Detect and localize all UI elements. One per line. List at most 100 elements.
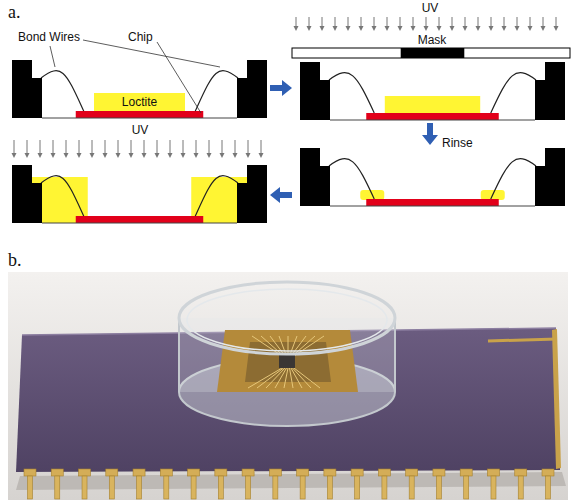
- uv-arrow: [144, 140, 145, 154]
- package-floor: [42, 223, 237, 224]
- uv-arrowhead: [502, 26, 507, 31]
- uv-arrowhead: [194, 153, 199, 158]
- leader-line: [83, 40, 220, 67]
- pin: [246, 476, 251, 499]
- uv-arrow: [361, 17, 362, 27]
- pin: [188, 469, 200, 476]
- pin: [160, 469, 172, 476]
- pin: [242, 469, 254, 476]
- uv-arrow: [413, 17, 414, 27]
- uv-arrowhead: [77, 153, 82, 158]
- uv-arrow: [209, 140, 210, 154]
- panel-letter: a.: [8, 2, 21, 22]
- uv-arrow: [491, 17, 492, 27]
- chip-cavity: [217, 330, 358, 392]
- pin: [324, 469, 336, 476]
- pin: [355, 476, 360, 499]
- uv-arrowhead: [450, 26, 455, 31]
- part-label: UV: [132, 123, 149, 137]
- pin: [106, 469, 118, 476]
- bond-wire: [41, 71, 84, 111]
- package-housing: [300, 62, 330, 120]
- part-label: Mask: [418, 33, 447, 47]
- loctite-fill: [385, 96, 480, 113]
- uv-arrow: [439, 17, 440, 27]
- uv-arrowhead: [233, 153, 238, 158]
- bond-finger: [294, 368, 320, 388]
- uv-arrowhead: [220, 153, 225, 158]
- uv-arrow: [517, 17, 518, 27]
- uv-arrow: [296, 17, 297, 27]
- dish-rim-inner: [187, 289, 387, 351]
- pin: [215, 469, 227, 476]
- uv-arrow: [452, 17, 453, 27]
- photo-background: [8, 272, 568, 500]
- leader-line: [50, 46, 55, 67]
- chip: [366, 199, 499, 206]
- dish-side: [394, 318, 396, 392]
- pin: [518, 476, 523, 499]
- uv-arrowhead: [142, 153, 147, 158]
- bond-fingers: [248, 336, 324, 388]
- uv-arrowhead: [411, 26, 416, 31]
- uv-arrowhead: [116, 153, 121, 158]
- pin: [82, 476, 87, 499]
- uv-arrow: [478, 17, 479, 27]
- uv-arrowhead: [12, 153, 17, 158]
- material-label: Loctite: [122, 95, 157, 109]
- pin: [406, 469, 418, 476]
- bond-wire: [491, 73, 536, 113]
- package-housing: [12, 165, 42, 223]
- step-label: Rinse: [442, 136, 473, 150]
- process-panel: [300, 148, 565, 206]
- pin: [460, 469, 472, 476]
- uv-arrow: [40, 140, 41, 154]
- loctite-fill: Loctite: [94, 93, 186, 111]
- pin: [300, 476, 305, 499]
- board-shadow: [16, 472, 566, 490]
- uv-arrowhead: [515, 26, 520, 31]
- uv-arrowhead: [476, 26, 481, 31]
- pins: [24, 469, 554, 499]
- uv-arrow: [66, 140, 67, 154]
- uv-arrowhead: [259, 153, 264, 158]
- pin: [269, 469, 281, 476]
- uv-arrowhead: [372, 26, 377, 31]
- uv-arrow: [105, 140, 106, 154]
- package-housing: [237, 165, 267, 223]
- uv-arrowhead: [385, 26, 390, 31]
- gold-trace: [488, 339, 557, 341]
- package-housing: [300, 148, 330, 206]
- uv-arrows: [12, 140, 264, 158]
- pin: [297, 469, 309, 476]
- process-panel: [292, 48, 570, 120]
- process-panel: [12, 165, 267, 223]
- part-label: Chip: [128, 30, 153, 44]
- package-housing: [535, 62, 565, 120]
- uv-arrowhead: [541, 26, 546, 31]
- uv-arrowhead: [307, 26, 312, 31]
- uv-arrow: [261, 140, 262, 154]
- uv-arrow: [79, 140, 80, 154]
- uv-arrow: [309, 17, 310, 27]
- photo: [8, 272, 568, 500]
- uv-arrow: [183, 140, 184, 154]
- uv-arrowhead: [320, 26, 325, 31]
- uv-arrow: [92, 140, 93, 154]
- bond-wire: [195, 176, 238, 216]
- bond-finger: [284, 368, 288, 388]
- chip: [366, 113, 499, 120]
- uv-arrowhead: [64, 153, 69, 158]
- pin: [133, 469, 145, 476]
- mask-opaque: [401, 48, 465, 58]
- uv-arrow: [222, 140, 223, 154]
- pin: [409, 476, 414, 499]
- uv-arrowhead: [359, 26, 364, 31]
- uv-arrow: [131, 140, 132, 154]
- pin: [378, 469, 390, 476]
- package-housing: [535, 148, 565, 206]
- uv-arrows: [294, 17, 559, 31]
- pin: [327, 476, 332, 499]
- package-housing: [12, 60, 42, 118]
